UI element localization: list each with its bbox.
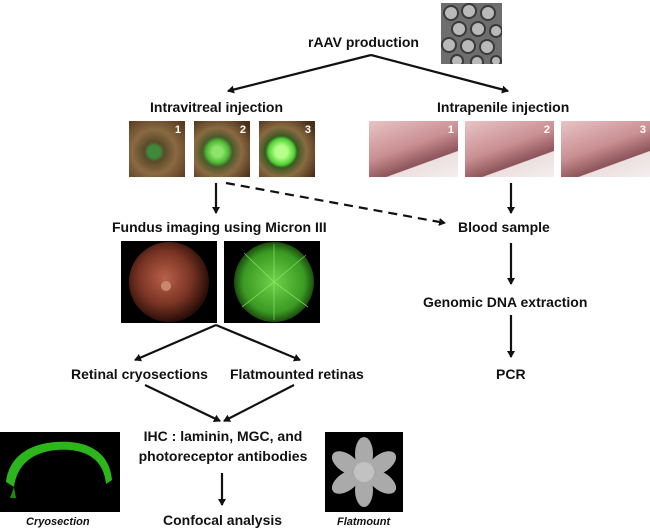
fundus-fluorescence-image (224, 241, 320, 323)
panel-number: 2 (543, 124, 550, 136)
node-intravitreal-injection: Intravitreal injection (150, 99, 284, 115)
eye-photo-1: 1 (129, 121, 185, 177)
panel-number: 1 (447, 124, 454, 136)
fundus-brightfield-image (121, 241, 217, 323)
caption-cryosection: Cryosection (26, 516, 90, 528)
penile-photo-2: 2 (465, 121, 554, 177)
panel-number: 2 (239, 124, 246, 136)
arrow-fundus-to-cryo (134, 323, 217, 362)
eye-photo-2: 2 (194, 121, 250, 177)
flatmount-image (325, 432, 403, 512)
node-confocal-analysis: Confocal analysis (163, 512, 283, 528)
arrow-flat-to-ihc (223, 384, 295, 422)
ihc-line-1: IHC : laminin, MGC, and (143, 428, 303, 444)
ihc-line-2: photoreceptor antibodies (138, 448, 308, 464)
node-flatmounted-retinas: Flatmounted retinas (230, 366, 364, 382)
node-ihc: IHC : laminin, MGC, and photoreceptor an… (133, 428, 313, 465)
eye-photo-3: 3 (259, 121, 315, 177)
node-pcr: PCR (496, 366, 526, 382)
arrow-fundus-to-flat (215, 323, 301, 362)
node-intrapenile-injection: Intrapenile injection (437, 99, 570, 115)
raav-micrograph (441, 3, 502, 64)
panel-number: 1 (174, 124, 181, 136)
caption-flatmount: Flatmount (337, 516, 391, 528)
arrow-raav-to-intravitreal (227, 53, 372, 94)
node-fundus-imaging: Fundus imaging using Micron III (112, 219, 327, 235)
node-retinal-cryosections: Retinal cryosections (71, 366, 208, 382)
penile-photo-1: 1 (369, 121, 458, 177)
arrow-raav-to-intrapenile (370, 53, 509, 94)
cryosection-image (0, 432, 120, 512)
node-blood-sample: Blood sample (458, 219, 550, 235)
node-raav-production: rAAV production (308, 34, 419, 50)
arrow-cryo-to-ihc (144, 384, 221, 423)
arrow-intravitreal-to-blood (225, 181, 446, 226)
node-genomic-dna-extraction: Genomic DNA extraction (423, 294, 588, 310)
penile-photo-3: 3 (561, 121, 650, 177)
panel-number: 3 (304, 124, 311, 136)
panel-number: 3 (639, 124, 646, 136)
